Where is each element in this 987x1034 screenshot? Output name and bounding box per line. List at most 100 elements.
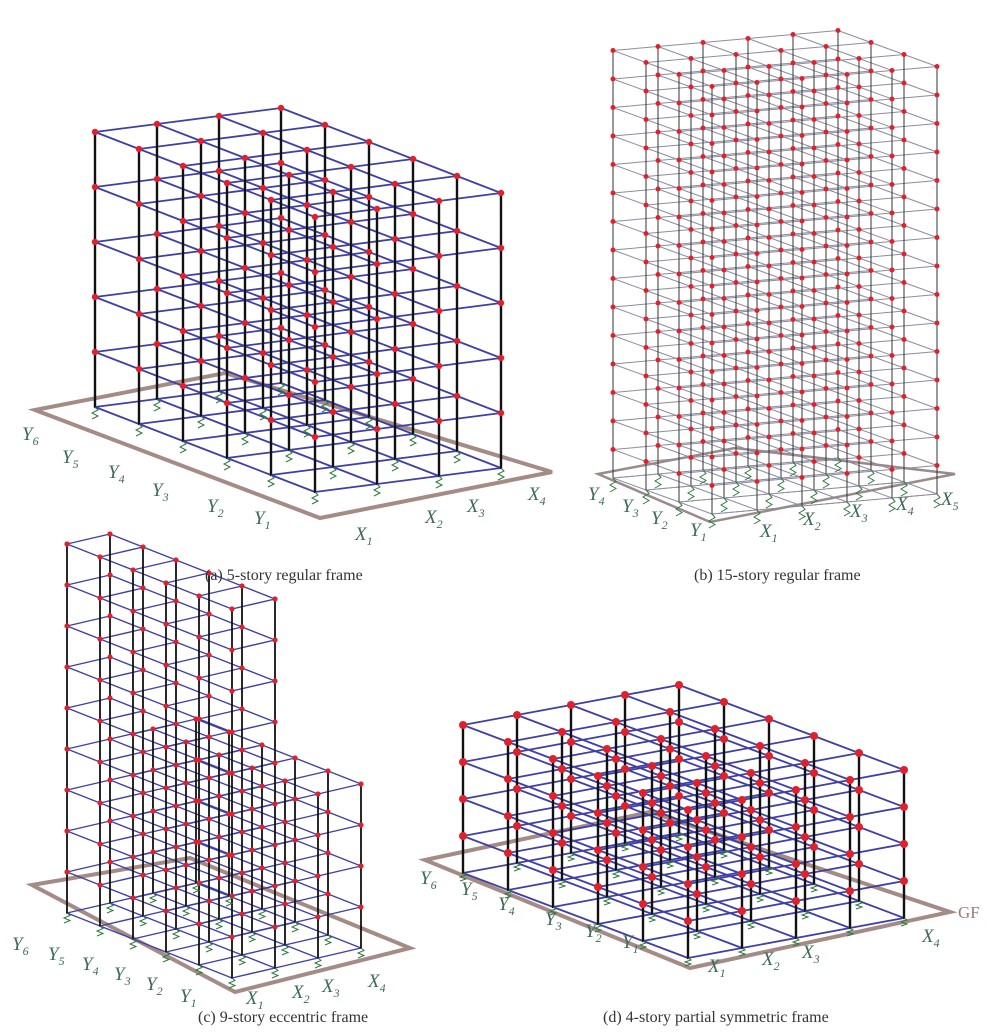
beam (702, 270, 737, 283)
frame-node (835, 370, 841, 375)
frame-node (720, 772, 728, 780)
beam (813, 347, 848, 360)
frame-node (325, 891, 331, 897)
beam (792, 262, 827, 275)
beam (195, 882, 230, 897)
beam (332, 183, 396, 193)
frame-node (676, 100, 682, 106)
beam (612, 274, 659, 279)
beam (645, 204, 680, 218)
beam (185, 905, 220, 920)
beam (200, 407, 264, 417)
frame-node (272, 883, 278, 889)
beam (735, 111, 770, 124)
beam (651, 876, 698, 895)
beam (678, 273, 713, 287)
frame-node (868, 182, 874, 188)
beam (837, 400, 872, 414)
frame-node (150, 849, 156, 855)
frame-node (64, 664, 70, 670)
frame-node (303, 366, 311, 374)
frame-node (810, 732, 818, 740)
frame-node (709, 198, 715, 203)
beam (645, 461, 680, 474)
beam (552, 795, 599, 814)
frame-node (206, 693, 212, 699)
beam (438, 357, 502, 367)
frame-node (676, 157, 682, 163)
beam (165, 654, 210, 666)
frame-node (193, 839, 199, 845)
beam (645, 347, 680, 360)
frame-node (934, 292, 940, 297)
beam (870, 127, 905, 141)
frame-node (173, 844, 179, 850)
caption-b: (b) 15-story regular frame (694, 567, 861, 584)
frame-node (329, 298, 337, 306)
beam (612, 192, 647, 206)
frame-node (64, 541, 70, 547)
beam (94, 178, 158, 188)
frame-node (778, 219, 784, 224)
beam (376, 310, 440, 320)
frame-node (277, 159, 285, 167)
beam (507, 815, 554, 834)
y-axis-label: Y4 (588, 484, 605, 508)
beam (615, 758, 662, 777)
beam (858, 424, 905, 430)
frame-node (130, 649, 136, 655)
frame-node (321, 341, 329, 349)
frame-node (358, 822, 364, 828)
beam (678, 473, 713, 486)
support-spring (699, 469, 707, 485)
frame-node (179, 382, 187, 390)
beam (768, 379, 803, 393)
beam (516, 714, 563, 733)
beam (891, 237, 938, 242)
frame-node (811, 259, 817, 265)
support-spring (194, 964, 204, 976)
beam (645, 318, 680, 332)
beam (99, 843, 134, 858)
support-spring (800, 910, 810, 920)
frame-node (610, 333, 616, 338)
frame-node (259, 184, 267, 192)
frame-node (311, 433, 319, 441)
support-spring (364, 416, 374, 430)
frame-node (603, 819, 611, 827)
beam (138, 250, 202, 260)
frame-node (267, 416, 275, 424)
beam (804, 873, 851, 892)
beam (208, 736, 243, 751)
beam (747, 95, 782, 108)
frame-node (229, 606, 235, 612)
frame-node (733, 109, 739, 114)
frame-node (504, 738, 512, 746)
frame-node (868, 125, 874, 131)
beam (870, 412, 905, 426)
beam (142, 874, 177, 889)
beam (858, 139, 905, 145)
beam (132, 569, 167, 584)
frame-node (856, 341, 862, 346)
beam (270, 474, 316, 493)
y-axis-label: Y6 (420, 868, 437, 892)
beam (723, 355, 758, 368)
frame-node (229, 893, 235, 899)
beam (768, 866, 815, 885)
support-spring (178, 440, 188, 454)
beam (858, 485, 893, 499)
frame-node (239, 747, 245, 753)
frame-node (811, 316, 817, 322)
frame-node (823, 386, 829, 391)
beam (858, 339, 905, 344)
frame-node (733, 137, 739, 143)
frame-node (754, 422, 760, 427)
support-spring (798, 505, 806, 521)
beam (696, 930, 743, 949)
frame-node (889, 68, 895, 73)
beam (837, 201, 872, 214)
beam (825, 46, 860, 59)
beam (185, 782, 220, 797)
support-spring (777, 477, 785, 493)
